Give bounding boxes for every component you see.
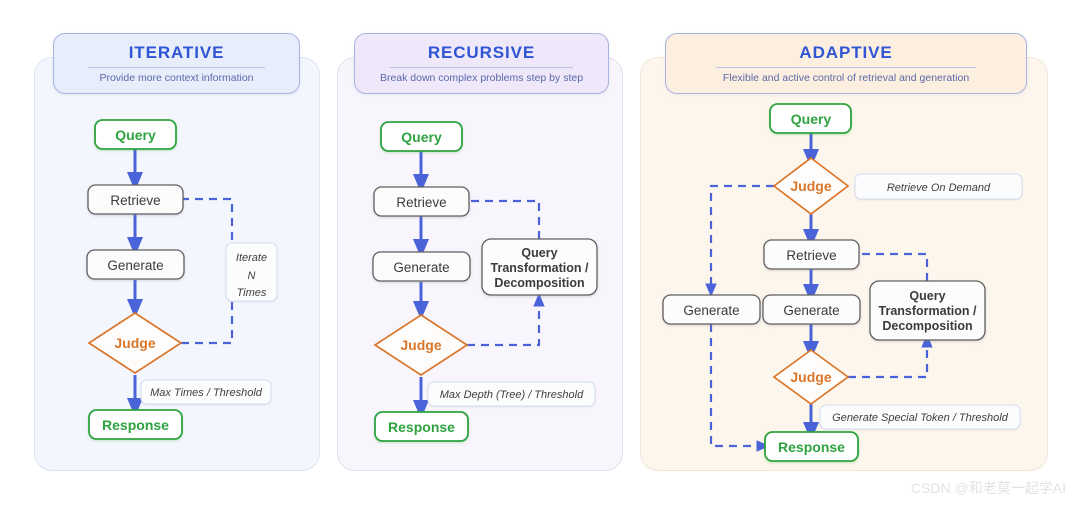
node-label: Judge (790, 369, 831, 385)
node-label: Response (102, 417, 169, 433)
branch-generate-left-to-response (709, 324, 771, 452)
node-response-adaptive: Response (764, 431, 859, 462)
node-judge-iterative: Judge (87, 311, 183, 375)
annotation-generate-special-token: Generate Special Token / Threshold (819, 404, 1021, 430)
node-label: Retrieve (786, 248, 836, 263)
node-response-recursive: Response (374, 411, 469, 442)
node-label: Response (388, 419, 455, 435)
node-judge-top-adaptive: Judge (772, 156, 850, 216)
watermark: CSDN @和老莫一起学AI (911, 480, 1066, 496)
annotation-retrieve-on-demand: Retrieve On Demand (854, 173, 1023, 200)
annotation-line: Times (237, 287, 267, 299)
node-generate-left-adaptive: Generate (662, 294, 761, 325)
node-retrieve-recursive: Retrieve (373, 186, 470, 217)
node-label: Response (778, 439, 845, 455)
header-badge-iterative: ITERATIVE Provide more context informati… (53, 33, 300, 94)
node-label: Generate (393, 260, 449, 275)
node-generate-main-adaptive: Generate (762, 294, 861, 325)
node-judge-recursive: Judge (373, 313, 469, 377)
flow-recursive: Query Retrieve Generate Judge Response Q (372, 121, 598, 442)
title-divider (716, 67, 976, 68)
panel-title-iterative: ITERATIVE (128, 43, 225, 62)
node-label: Generate (107, 258, 163, 273)
node-generate-recursive: Generate (372, 251, 471, 282)
header-badge-adaptive: ADAPTIVE Flexible and active control of … (665, 33, 1027, 94)
feedback-transformation-to-retrieve (440, 195, 541, 239)
node-generate-iterative: Generate (86, 249, 185, 280)
feedback-judge-to-transformation (848, 333, 933, 379)
node-response-iterative: Response (88, 409, 183, 440)
node-query-iterative: Query (94, 119, 177, 150)
node-judge-bottom-adaptive: Judge (772, 348, 850, 406)
node-label: Judge (114, 335, 155, 351)
annotation-label: Max Times / Threshold (150, 387, 263, 399)
node-query-recursive: Query (380, 121, 463, 152)
annotation-label: Generate Special Token / Threshold (832, 412, 1009, 424)
node-label: Retrieve (396, 195, 446, 210)
flow-adaptive: Query Judge Retrieve Generate Generate J (662, 103, 1023, 462)
node-label: Query (791, 111, 832, 127)
node-label: Generate (783, 303, 839, 318)
node-label: Generate (683, 303, 739, 318)
panel-title-adaptive: ADAPTIVE (799, 43, 893, 62)
feedback-transformation-to-retrieve (841, 248, 929, 281)
annotation-max-times-threshold: Max Times / Threshold (140, 379, 272, 405)
node-query-adaptive: Query (769, 103, 852, 134)
node-label-line: Decomposition (882, 319, 972, 333)
node-query-transformation-adaptive: Query Transformation / Decomposition (869, 280, 986, 341)
header-badge-recursive: RECURSIVE Break down complex problems st… (354, 33, 609, 94)
node-label-line: Transformation / (491, 261, 589, 275)
node-retrieve-iterative: Retrieve (87, 184, 184, 215)
node-retrieve-adaptive: Retrieve (763, 239, 860, 270)
annotation-max-depth-threshold: Max Depth (Tree) / Threshold (427, 381, 596, 407)
node-label-line: Query (909, 289, 945, 303)
flow-iterative: Query Retrieve Generate Judge Response (86, 119, 278, 440)
node-label: Judge (400, 337, 441, 353)
panel-title-recursive: RECURSIVE (427, 43, 536, 62)
node-label: Query (401, 129, 442, 145)
annotation-label: Retrieve On Demand (887, 182, 991, 194)
node-label-line: Decomposition (494, 276, 584, 290)
branch-judge-to-generate-left (705, 184, 774, 298)
node-label: Retrieve (110, 193, 160, 208)
title-divider (390, 67, 573, 68)
annotation-line: N (248, 270, 256, 282)
node-label-line: Transformation / (879, 304, 977, 318)
feedback-judge-to-transformation (467, 292, 545, 347)
annotation-line: Iterate (236, 252, 267, 264)
node-label: Query (115, 127, 156, 143)
panel-subtitle-adaptive: Flexible and active control of retrieval… (722, 72, 970, 84)
node-query-transformation-recursive: Query Transformation / Decomposition (481, 238, 598, 296)
panel-subtitle-iterative: Provide more context information (99, 72, 254, 84)
node-label-line: Query (521, 246, 557, 260)
title-divider (88, 67, 265, 68)
feedback-loop-judge-to-retrieve (154, 193, 234, 345)
annotation-iterate-n-times: Iterate N Times (225, 242, 278, 302)
node-label: Judge (790, 178, 831, 194)
panel-subtitle-recursive: Break down complex problems step by step (379, 72, 584, 84)
annotation-label: Max Depth (Tree) / Threshold (440, 389, 584, 401)
